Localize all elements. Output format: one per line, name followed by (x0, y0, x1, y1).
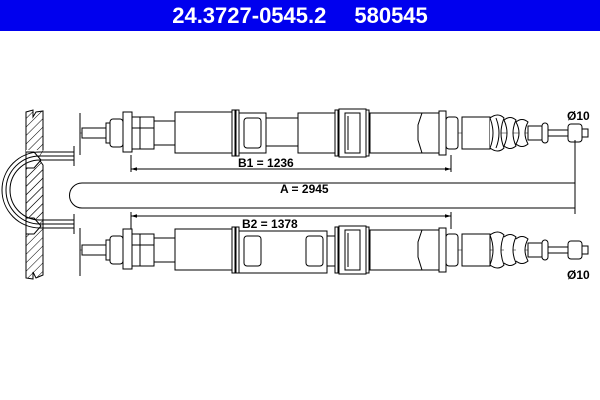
dimension-b1: B1 = 1236 (238, 156, 294, 170)
cable-u-bend (1, 146, 75, 234)
top-cable-assembly (79, 108, 589, 158)
bottom-cable-assembly (79, 225, 589, 276)
dimension-b2: B2 = 1378 (242, 217, 298, 231)
diameter-bottom: Ø10 (567, 268, 590, 282)
diameter-top: Ø10 (567, 109, 590, 123)
part-number: 24.3727-0545.2 (172, 2, 327, 28)
title-bar: 24.3727-0545.2 580545 (0, 0, 600, 31)
reference-number: 580545 (354, 2, 428, 28)
dimension-a: A = 2945 (280, 182, 329, 196)
dimension-lines (69, 140, 576, 229)
